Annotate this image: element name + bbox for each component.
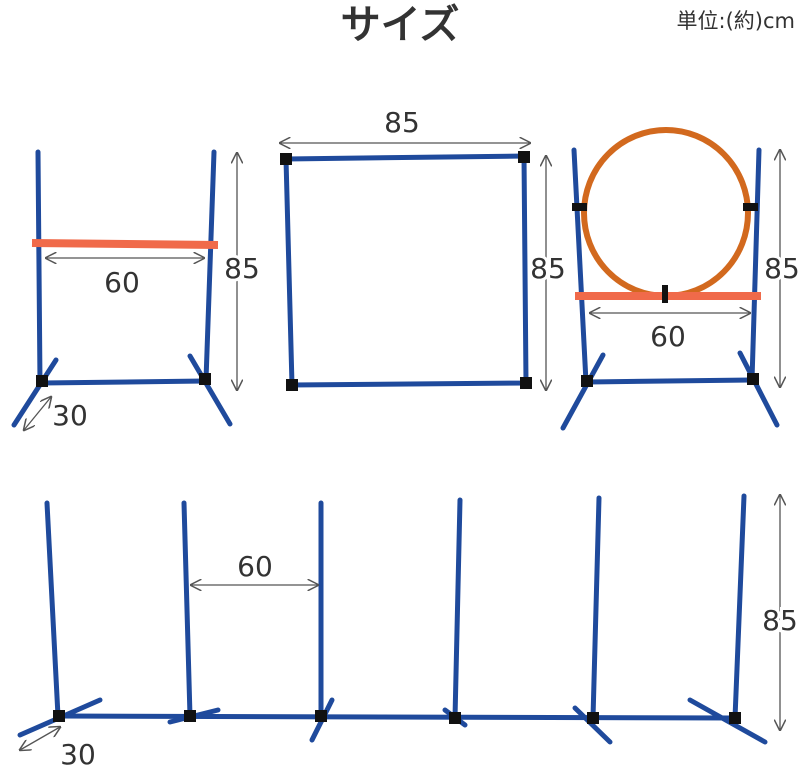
hoop-width-label: 60: [650, 320, 686, 353]
weave-spacing-label: 60: [237, 550, 273, 583]
weave-depth-label: 30: [60, 738, 96, 770]
hoop-ring: [581, 127, 751, 299]
frame-height-label: 85: [530, 252, 566, 285]
title: サイズ: [341, 2, 460, 48]
hurdle-width-label: 60: [104, 266, 140, 299]
hurdle: 60 85 30: [11, 149, 263, 432]
hoop: 60 85: [560, 127, 800, 431]
weave-height-label: 85: [762, 604, 798, 637]
frame-width-label: 85: [384, 106, 420, 139]
unit-label: 単位:(約)cm: [677, 9, 795, 33]
square-frame: 85 85: [280, 106, 569, 391]
weave-poles: 60 85 30: [17, 493, 800, 770]
hurdle-bar: [31, 239, 219, 249]
hurdle-height-label: 85: [224, 252, 260, 285]
hoop-height-label: 85: [764, 252, 800, 285]
hurdle-depth-label: 30: [52, 399, 88, 432]
